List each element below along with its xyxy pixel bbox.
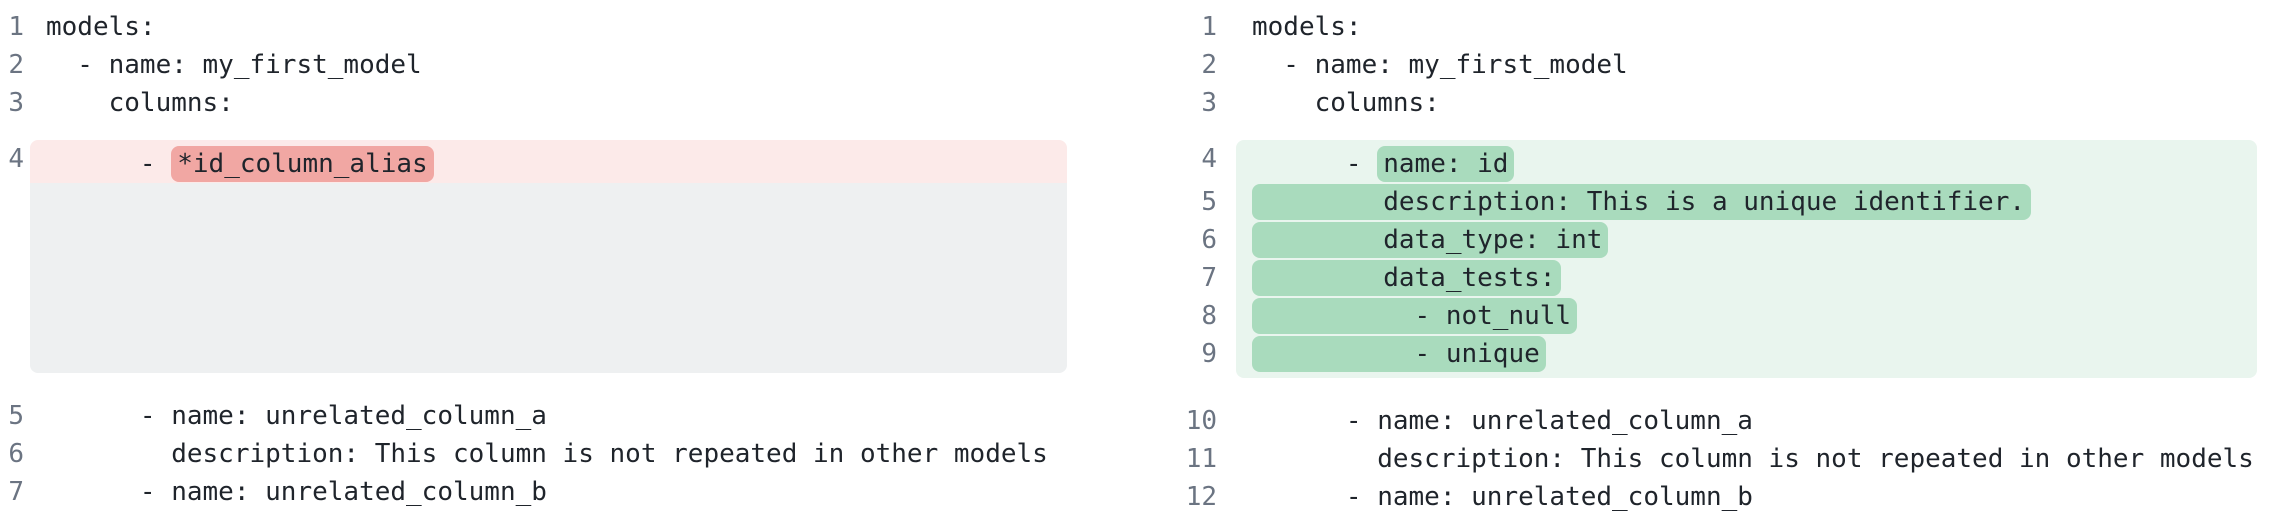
code-content: - name: unrelated_column_b <box>1236 478 2257 516</box>
code-line: 11 description: This column is not repea… <box>1185 440 2257 478</box>
code-content: - name: unrelated_column_b <box>30 473 1067 511</box>
code-content: - not_null <box>1236 297 2257 335</box>
code-content: - unique <box>1236 335 2257 378</box>
code-content: columns: <box>1236 84 2257 122</box>
collapsed-filler-row <box>0 183 1067 373</box>
code-line: 2 - name: my_first_model <box>0 46 1067 84</box>
code-line: 6 data_type: int <box>1185 221 2257 259</box>
code-text: - name: unrelated_column_b <box>46 477 547 507</box>
line-number: 3 <box>1201 88 1217 118</box>
code-content: - name: id <box>1236 140 2257 183</box>
code-line: 3 columns: <box>1185 84 2257 122</box>
code-text: columns: <box>1252 88 1440 118</box>
removed-lines-block: 4 - *id_column_alias <box>0 140 1067 373</box>
code-text: - name: unrelated_column_a <box>1252 406 1753 436</box>
line-number: 3 <box>8 88 24 118</box>
code-text: - name: my_first_model <box>46 50 422 80</box>
collapsed-filler-block <box>30 183 1067 373</box>
line-number: 7 <box>8 477 24 507</box>
line-number: 11 <box>1185 444 1217 474</box>
code-content: - name: unrelated_column_a <box>1236 402 2257 440</box>
code-text: - <box>46 149 172 179</box>
added-word-highlight: - unique <box>1252 336 1546 372</box>
code-content: models: <box>1236 8 2257 46</box>
line-number: 4 <box>8 144 24 174</box>
code-line: 5 - name: unrelated_column_a <box>0 397 1067 435</box>
code-text: - name: unrelated_column_a <box>46 401 547 431</box>
line-number: 7 <box>1201 263 1217 293</box>
code-text: description: This column is not repeated… <box>1252 444 2254 474</box>
code-content: - *id_column_alias <box>30 140 1067 183</box>
removed-word-highlight: *id_column_alias <box>171 146 434 182</box>
line-number: 1 <box>8 12 24 42</box>
added-word-highlight: data_type: int <box>1252 222 1609 258</box>
code-line: 12 - name: unrelated_column_b <box>1185 478 2257 516</box>
code-content: description: This column is not repeated… <box>30 435 1067 473</box>
code-line: 4 - *id_column_alias <box>0 140 1067 183</box>
code-content: models: <box>30 8 1067 46</box>
code-text: description: This column is not repeated… <box>46 439 1048 469</box>
code-content: description: This is a unique identifier… <box>1236 183 2257 221</box>
line-number: 12 <box>1185 482 1217 512</box>
code-line: 8 - not_null <box>1185 297 2257 335</box>
line-number: 5 <box>1201 187 1217 217</box>
code-text: columns: <box>46 88 234 118</box>
added-word-highlight: - not_null <box>1252 298 1578 334</box>
line-number <box>0 183 24 373</box>
added-word-highlight: description: This is a unique identifier… <box>1252 184 2032 220</box>
code-line: 7 - name: unrelated_column_b <box>0 473 1067 511</box>
line-number: 2 <box>8 50 24 80</box>
line-number: 8 <box>1201 301 1217 331</box>
code-line: 4 - name: id <box>1185 140 2257 183</box>
code-content: data_tests: <box>1236 259 2257 297</box>
code-line: 5 description: This is a unique identifi… <box>1185 183 2257 221</box>
code-line: 1 models: <box>0 8 1067 46</box>
code-content: data_type: int <box>1236 221 2257 259</box>
code-line: 9 - unique <box>1185 335 2257 378</box>
code-content: description: This column is not repeated… <box>1236 440 2257 478</box>
code-line: 10 - name: unrelated_column_a <box>1185 402 2257 440</box>
line-number: 1 <box>1201 12 1217 42</box>
line-number: 6 <box>1201 225 1217 255</box>
code-content: - name: unrelated_column_a <box>30 397 1067 435</box>
line-number: 5 <box>8 401 24 431</box>
code-text: - name: my_first_model <box>1252 50 1628 80</box>
line-number: 2 <box>1201 50 1217 80</box>
code-line: 3 columns: <box>0 84 1067 122</box>
code-line: 2 - name: my_first_model <box>1185 46 2257 84</box>
code-content: columns: <box>30 84 1067 122</box>
line-number: 9 <box>1201 339 1217 369</box>
code-line: 6 description: This column is not repeat… <box>0 435 1067 473</box>
code-text: - <box>1252 149 1378 179</box>
code-line: 7 data_tests: <box>1185 259 2257 297</box>
line-number: 10 <box>1185 406 1217 436</box>
code-text: models: <box>1252 12 1362 42</box>
line-number: 6 <box>8 439 24 469</box>
line-number: 4 <box>1201 144 1217 174</box>
code-text: models: <box>46 12 156 42</box>
code-line: 1 models: <box>1185 8 2257 46</box>
added-word-highlight: data_tests: <box>1252 260 1562 296</box>
code-content: - name: my_first_model <box>30 46 1067 84</box>
added-word-highlight: name: id <box>1377 146 1515 182</box>
code-content: - name: my_first_model <box>1236 46 2257 84</box>
code-text: - name: unrelated_column_b <box>1252 482 1753 512</box>
